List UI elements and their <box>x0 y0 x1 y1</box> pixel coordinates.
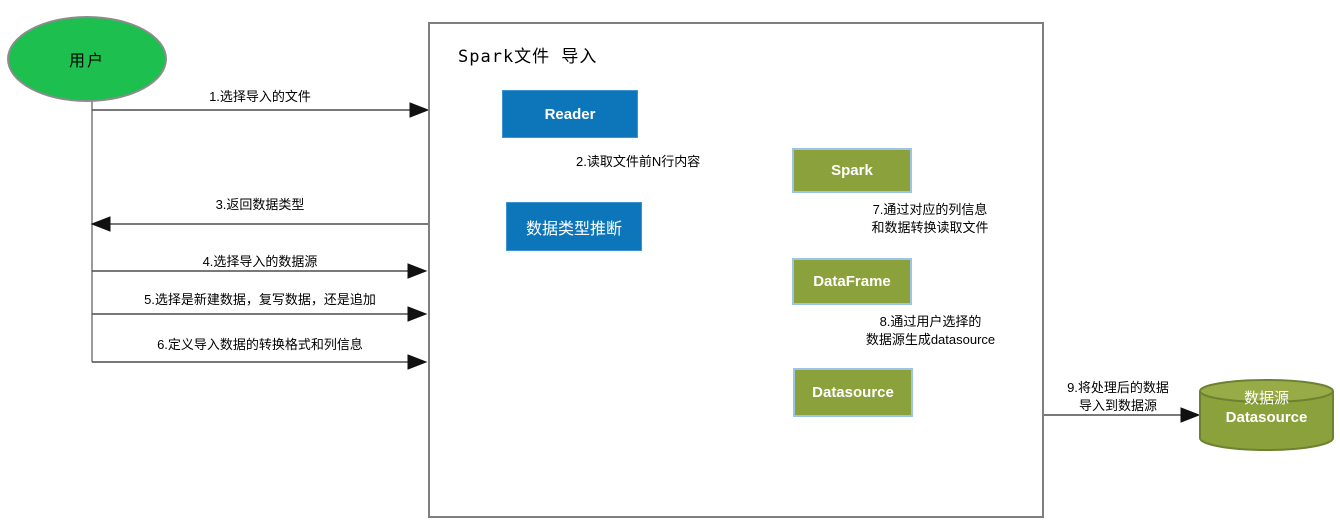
node-type-inference-label: 数据类型推断 <box>525 220 622 238</box>
db-label-en: Datasource <box>1225 409 1308 426</box>
edge-5-label: 5.选择是新建数据，复写数据，还是追加 <box>144 292 376 307</box>
edge-9-label-line2: 导入到数据源 <box>1078 398 1157 413</box>
database-cylinder-labels: 数据源 Datasource <box>1197 389 1336 427</box>
edge-9-arrowhead-icon <box>1180 407 1201 423</box>
edge-2-label: 2.读取文件前N行内容 <box>576 154 701 169</box>
node-type-inference: 数据类型推断 <box>506 202 642 251</box>
edge-7-label-line1: 7.通过对应的列信息 <box>872 202 988 217</box>
edge-8-label-line1: 8.通过用户选择的 <box>879 314 982 329</box>
node-dataframe-label: DataFrame <box>813 273 891 290</box>
node-dataframe: DataFrame <box>792 258 912 305</box>
edge-9-label: 9.将处理后的数据 导入到数据源 <box>1058 379 1178 415</box>
frame-title: Spark文件 导入 <box>458 47 598 67</box>
node-reader: Reader <box>502 90 638 138</box>
node-spark: Spark <box>792 148 912 193</box>
edge-7-label: 7.通过对应的列信息 和数据转换读取文件 <box>845 201 1015 237</box>
database-cylinder-icon <box>1199 379 1334 451</box>
edge-6-label: 6.定义导入数据的转换格式和列信息 <box>157 337 363 352</box>
node-spark-label: Spark <box>831 162 873 179</box>
edge-9-label-line1: 9.将处理后的数据 <box>1067 380 1169 395</box>
edge-7-label-line2: 和数据转换读取文件 <box>871 220 989 235</box>
actor-user-ellipse: 用户 <box>7 16 167 102</box>
node-datasource-label: Datasource <box>812 384 894 401</box>
edge-8-label: 8.通过用户选择的 数据源生成datasource <box>848 313 1013 349</box>
edge-5-arrowhead-icon <box>407 306 428 322</box>
edge-1-arrowhead-icon <box>409 102 430 118</box>
edge-8-label-line2: 数据源生成datasource <box>865 332 996 347</box>
edge-1-label: 1.选择导入的文件 <box>209 89 311 104</box>
actor-user-label: 用户 <box>68 53 105 70</box>
edge-3-label: 3.返回数据类型 <box>215 197 305 212</box>
cylinder-body <box>1199 391 1334 451</box>
db-label-cn: 数据源 <box>1243 390 1289 407</box>
node-datasource: Datasource <box>793 368 913 417</box>
edge-3-arrowhead-icon <box>90 216 111 232</box>
node-reader-label: Reader <box>544 105 596 123</box>
edge-4-arrowhead-icon <box>407 263 428 279</box>
edge-4-label: 4.选择导入的数据源 <box>202 254 318 269</box>
edge-6-arrowhead-icon <box>407 354 428 370</box>
cylinder-top <box>1199 379 1334 403</box>
